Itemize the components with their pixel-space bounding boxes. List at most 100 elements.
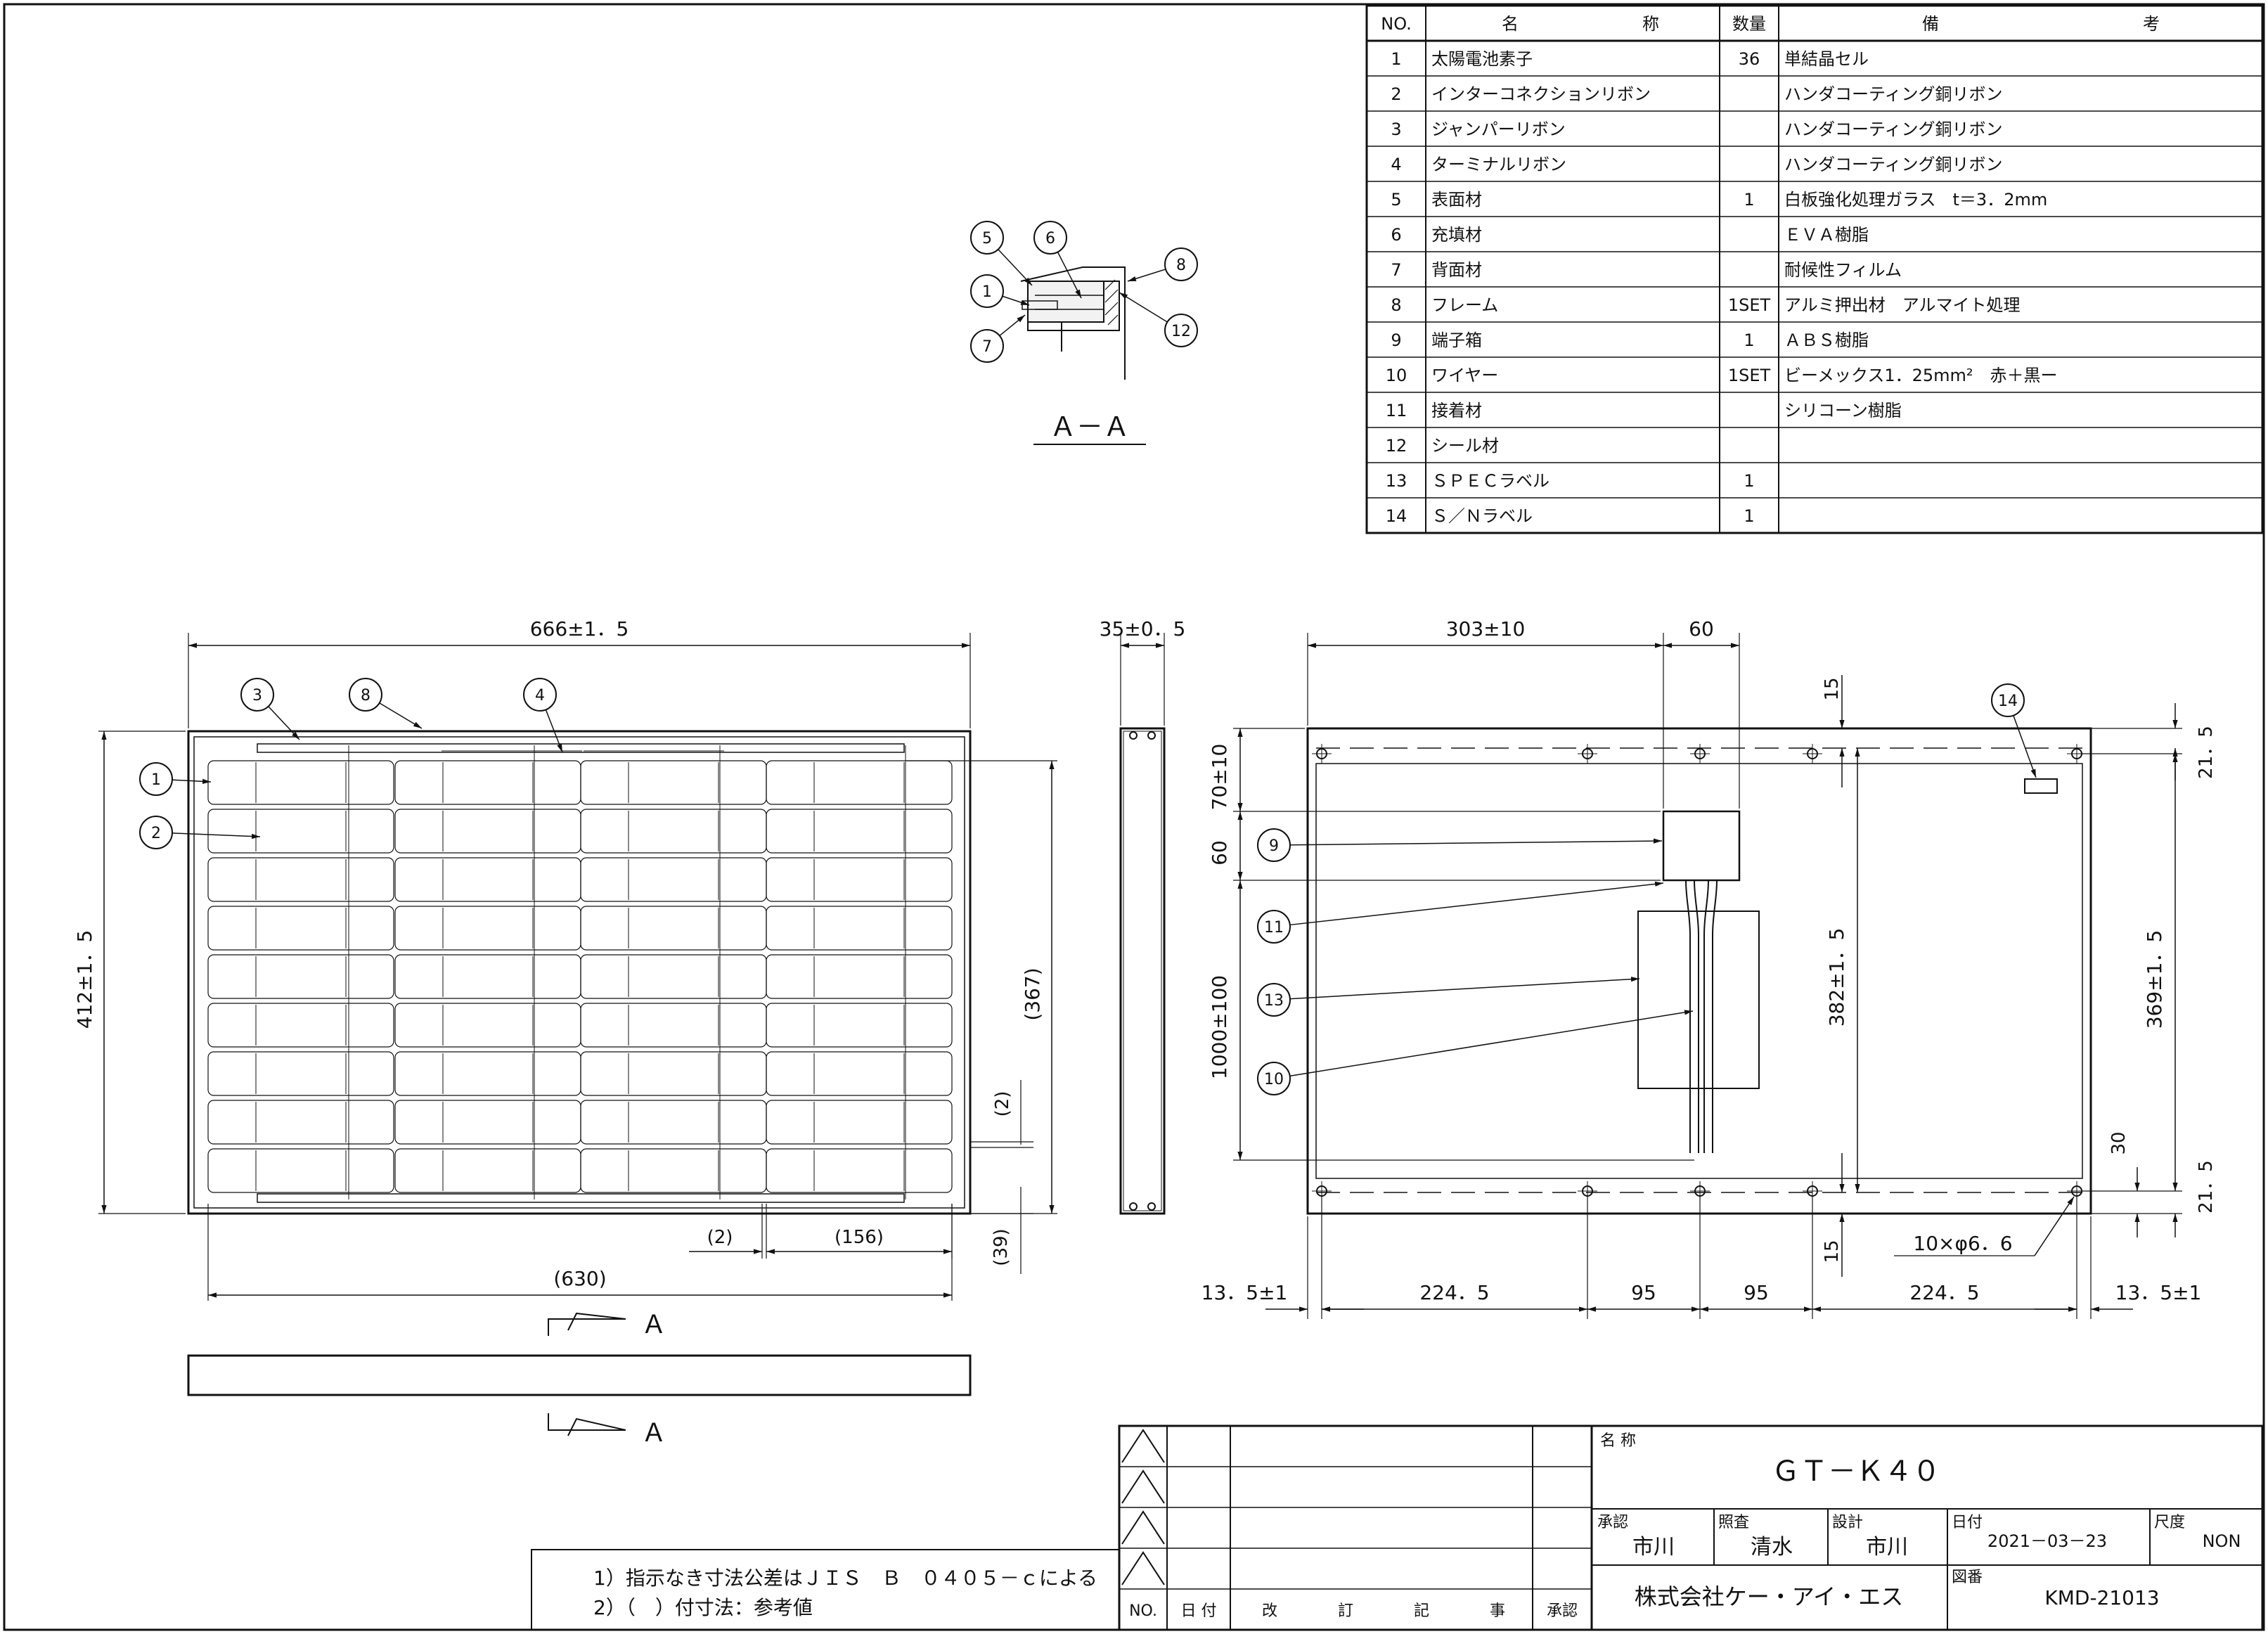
row-remark: ＥＶＡ樹脂 [1784, 225, 1869, 245]
dim-label: 95 [1631, 1281, 1656, 1304]
row-name: Ｓ／Ｎラベル [1431, 506, 1533, 526]
row-no: 2 [1391, 84, 1401, 104]
row-name: フレーム [1431, 295, 1498, 315]
drawing-date: 2021－03－23 [1987, 1531, 2107, 1551]
solar-cell [766, 1003, 953, 1048]
callout-label: 5 [982, 230, 992, 247]
row-qty: 1 [1744, 506, 1754, 526]
solar-cell [580, 1051, 767, 1096]
row-name: 太陽電池素子 [1431, 49, 1533, 69]
solar-cell [207, 809, 394, 854]
row-name: シール材 [1431, 436, 1499, 456]
row-remark: 白板強化処理ガラス t＝3．2mm [1784, 190, 2047, 210]
callout-label: 12 [1171, 323, 1191, 340]
solar-cell [766, 809, 953, 854]
row-no: 4 [1391, 155, 1401, 174]
designed-label: 設計 [1832, 1514, 1863, 1531]
row-name: ＳＰＥＣラベル [1431, 471, 1549, 491]
rev-header-c4: 事 [1490, 1602, 1505, 1620]
checked-name: 清水 [1751, 1535, 1793, 1559]
dim-label: 303±10 [1446, 617, 1526, 641]
drawing-no-label: 図番 [1952, 1569, 1983, 1586]
row-name: 背面材 [1431, 260, 1482, 280]
row-no: 12 [1386, 436, 1407, 456]
dimension-lines: 666±1．5412±1．5(630)(367)(2)(39)(2)(156)3… [73, 617, 2217, 1319]
rev-header-no: NO. [1129, 1602, 1157, 1620]
rev-header-c3: 記 [1414, 1602, 1429, 1620]
sn-label-rect [2024, 778, 2058, 794]
dim-label: 15 [1822, 677, 1843, 700]
row-remark: 単結晶セル [1784, 49, 1869, 69]
revision-triangle-icon [1121, 1429, 1165, 1463]
callout-label: 9 [1269, 837, 1279, 855]
solar-cell [766, 857, 953, 902]
revision-block: NO. 日 付 改 訂 記 事 承認 [1118, 1424, 1593, 1631]
dim-label: 15 [1822, 1240, 1843, 1263]
row-no: 14 [1386, 506, 1407, 526]
solar-cell [580, 760, 767, 805]
dim-label: 666±1．5 [530, 617, 629, 641]
row-no: 6 [1391, 225, 1401, 245]
dim-label: 224．5 [1419, 1281, 1489, 1304]
row-qty: 36 [1739, 49, 1760, 69]
revision-triangle-icon [1121, 1469, 1165, 1504]
notes: 1）指示なき寸法公差はＪＩＳ Ｂ ０４０５－ｃによる 2）（ ）付寸法：参考値 [531, 1549, 1120, 1630]
callout-1: 1 [139, 762, 212, 796]
row-remark: ＡＢＳ樹脂 [1784, 330, 1869, 350]
solar-cell [580, 809, 767, 854]
solar-cell [394, 954, 581, 999]
callout-1: 1 [970, 274, 1030, 308]
row-remark: ハンダコーティング銅リボン [1784, 120, 2003, 139]
solar-cell [207, 1100, 394, 1145]
callout-10: 10 [1257, 1010, 1694, 1095]
row-no: 3 [1391, 120, 1401, 139]
dim-label: (2) [707, 1227, 733, 1248]
dim-label: 369±1．5 [2143, 930, 2166, 1029]
solar-cell [580, 1100, 767, 1145]
row-name: 表面材 [1431, 190, 1482, 210]
approved-label: 承認 [1597, 1514, 1628, 1531]
callout-label: 14 [1998, 693, 2018, 710]
row-name: 充填材 [1431, 225, 1482, 245]
callout-label: 1 [151, 771, 161, 789]
row-name: ジャンパーリボン [1431, 120, 1566, 139]
note-2: 2）（ ）付寸法：参考値 [593, 1596, 813, 1619]
revision-triangle-icon [1121, 1510, 1165, 1545]
row-no: 13 [1386, 471, 1407, 491]
callout-3: 3 [240, 678, 300, 740]
parts-row: 3 ジャンパーリボン ハンダコーティング銅リボン [1391, 120, 2002, 139]
solar-cell [207, 857, 394, 902]
note-1: 1）指示なき寸法公差はＪＩＳ Ｂ ０４０５－ｃによる [593, 1567, 1097, 1590]
callout-label: 11 [1264, 919, 1284, 937]
designed-name: 市川 [1866, 1535, 1908, 1559]
row-name: ターミナルリボン [1431, 155, 1566, 174]
solar-cell [394, 1003, 581, 1048]
dim-label: 21．5 [2196, 726, 2217, 779]
row-no: 5 [1391, 190, 1401, 210]
sheet-border [3, 3, 2265, 1631]
solar-cell [580, 1148, 767, 1193]
table-header-remark-b: 考 [2143, 14, 2160, 34]
dim-label: 224．5 [1909, 1281, 1979, 1304]
solar-cell [207, 1051, 394, 1096]
dim-label: 35±0．5 [1100, 617, 1186, 641]
approved-name: 市川 [1632, 1535, 1675, 1559]
callout-label: 10 [1264, 1071, 1284, 1088]
scale-value: NON [2203, 1531, 2241, 1551]
dim-label: 30 [2108, 1131, 2130, 1154]
parts-row: 14 Ｓ／Ｎラベル 1 [1386, 506, 1755, 526]
dim-label: 60 [1208, 840, 1231, 866]
dim-label: 13．5±1 [1201, 1281, 1288, 1304]
title-name: ＧＴ－Ｋ４０ [1772, 1455, 1940, 1488]
scale-label: 尺度 [2154, 1514, 2185, 1531]
solar-cell [766, 760, 953, 805]
